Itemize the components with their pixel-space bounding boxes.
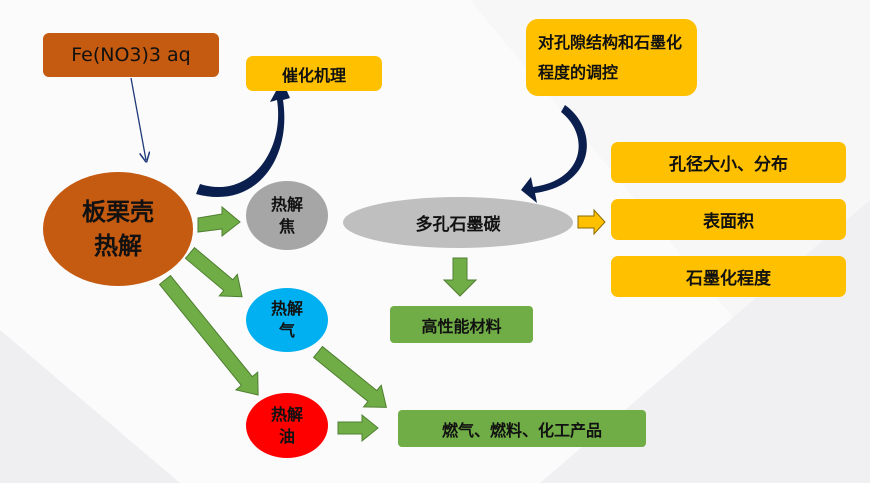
porous-carbon-label: 多孔石墨碳	[415, 215, 501, 235]
fe-nitrate-label: Fe(NO3)3 aq	[71, 44, 191, 66]
surface-area-box: 表面积	[611, 199, 846, 240]
curved-arrow-catalysis	[196, 80, 290, 198]
char-node: 热解焦	[246, 181, 328, 250]
arrow-to-char	[197, 205, 241, 238]
arrow-to-material	[442, 257, 478, 297]
pore-size-box: 孔径大小、分布	[611, 142, 846, 183]
char-label: 热解焦	[270, 194, 303, 236]
surface-area-label: 表面积	[703, 212, 754, 232]
fe-to-chestnut-arrow	[130, 77, 146, 160]
pore-size-label: 孔径大小、分布	[669, 155, 788, 175]
material-box: 高性能材料	[390, 306, 533, 343]
catalysis-label: 催化机理	[281, 65, 346, 85]
fe-nitrate-box: Fe(NO3)3 aq	[43, 33, 219, 77]
arrow-oil-to-fuel	[337, 413, 379, 443]
control-label: 对孔隙结构和石墨化程度的调控	[538, 32, 683, 82]
gas-node: 热解气	[246, 288, 328, 352]
gas-label: 热解气	[270, 299, 303, 340]
catalysis-box: 催化机理	[246, 56, 382, 91]
arrow-to-gas	[184, 246, 243, 298]
fuel-label: 燃气、燃料、化工产品	[441, 420, 602, 440]
oil-label: 热解油	[270, 404, 303, 446]
oil-node: 热解油	[246, 393, 328, 458]
chestnut-pyrolysis-node: 板栗壳热解	[43, 172, 193, 286]
control-box: 对孔隙结构和石墨化程度的调控	[526, 19, 697, 96]
curved-arrow-control	[521, 105, 587, 203]
graphitization-label: 石墨化程度	[686, 269, 771, 289]
fuel-box: 燃气、燃料、化工产品	[398, 410, 646, 447]
porous-carbon-node: 多孔石墨碳	[343, 197, 573, 248]
material-label: 高性能材料	[421, 316, 502, 336]
arrow-to-oil	[158, 274, 259, 396]
arrow-to-properties	[577, 208, 606, 236]
chestnut-label: 板栗壳热解	[82, 198, 154, 260]
graphitization-box: 石墨化程度	[611, 256, 846, 297]
arrow-gas-to-fuel	[312, 345, 388, 408]
